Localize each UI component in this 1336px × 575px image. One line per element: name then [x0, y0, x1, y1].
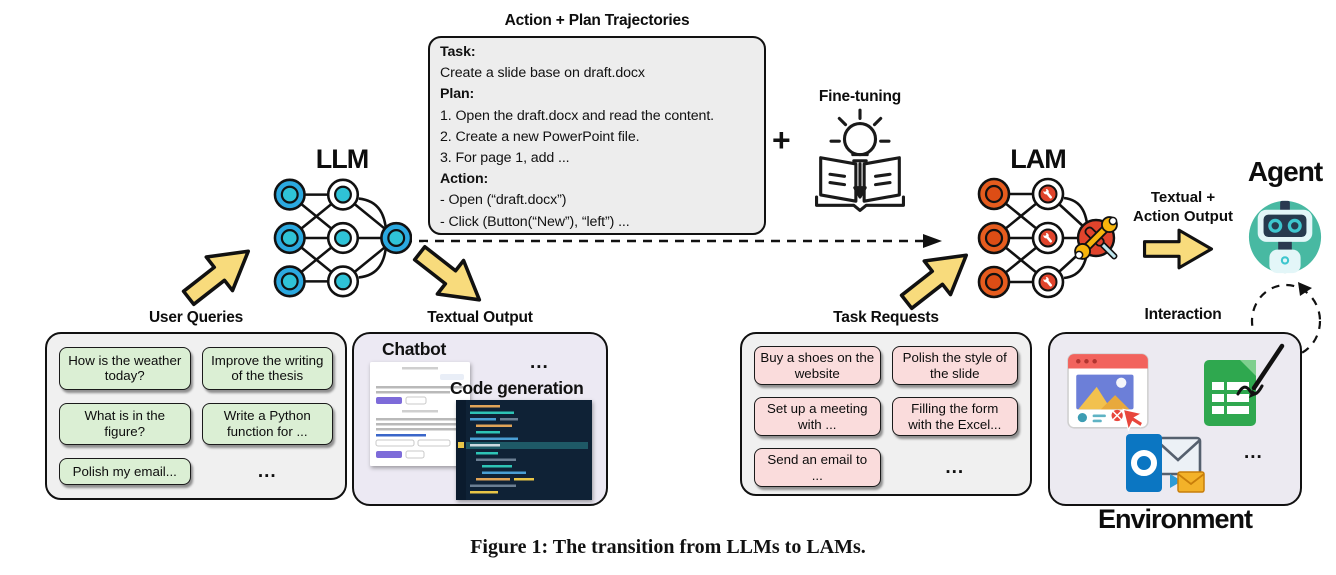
user-query-bubble: What is in the figure? — [59, 402, 191, 445]
plus-sign: + — [772, 122, 791, 158]
trajectory-line: Plan: — [440, 86, 475, 103]
robot-icon — [1246, 196, 1324, 283]
lam-network-icon — [976, 174, 1128, 307]
trajectory-line: 2. Create a new PowerPoint file. — [440, 128, 640, 145]
interaction-label: Interaction — [1144, 306, 1222, 323]
arrow-right-icon — [1132, 226, 1224, 277]
textual-action-output-line2: Action Output — [1133, 208, 1233, 225]
arrow-llm-to-textual-output-icon — [397, 230, 498, 327]
trajectory-box: Task: Create a slide base on draft.docx … — [428, 36, 766, 235]
trajectory-line: Task: — [440, 44, 476, 60]
user-query-bubble: Polish my email... — [59, 458, 191, 485]
textual-action-output-label: Textual + Action Output — [1116, 188, 1250, 226]
outlook-icon — [1118, 432, 1210, 496]
code-generation-label: Code generation — [450, 378, 584, 398]
user-query-bubble: How is the weather today? — [59, 347, 191, 390]
tools-icon — [1074, 216, 1118, 260]
task-requests-title: Task Requests — [833, 309, 939, 326]
environment-ellipsis: ... — [1244, 442, 1263, 463]
llm-network-icon — [272, 174, 413, 307]
trajectory-line: Create a slide base on draft.docx — [440, 65, 645, 82]
arrow-task-requests-to-lam-icon — [887, 232, 988, 329]
task-request-bubble: Send an email to ... — [754, 448, 881, 487]
task-request-bubble: Set up a meeting with ... — [754, 397, 881, 436]
user-queries-title: User Queries — [148, 309, 244, 326]
chatbot-label: Chatbot — [382, 339, 446, 359]
arrow-user-queries-to-llm-icon — [169, 228, 270, 325]
trajectory-line: - Open (“draft.docx”) — [440, 192, 567, 209]
trajectories-title: Action + Plan Trajectories — [504, 12, 690, 29]
textual-action-output-line1: Textual + — [1150, 189, 1216, 206]
task-requests-ellipsis: ... — [945, 456, 965, 478]
trajectory-line: Action: — [440, 171, 489, 188]
llm-label: LLM — [315, 144, 369, 174]
trajectory-line: - Click (Button(“New”), “left”) ... — [440, 213, 630, 230]
task-request-bubble: Buy a shoes on the website — [754, 346, 881, 385]
task-requests-box: Buy a shoes on the website Polish the st… — [740, 332, 1032, 496]
task-request-bubble: Polish the style of the slide — [891, 346, 1018, 385]
task-request-bubble: Filling the form with the Excel... — [891, 397, 1018, 436]
browser-icon — [1066, 350, 1154, 434]
user-queries-box: How is the weather today? Improve the wr… — [45, 332, 347, 500]
trajectory-line: 1. Open the draft.docx and read the cont… — [440, 107, 715, 124]
user-query-bubble: Write a Python function for ... — [201, 402, 333, 445]
environment-box: ... — [1048, 332, 1302, 506]
environment-title: Environment — [1097, 504, 1253, 534]
code-screenshot — [456, 400, 592, 500]
book-lightbulb-icon — [804, 106, 916, 231]
user-query-bubble: Improve the writing of the thesis — [201, 347, 333, 390]
sheets-icon — [1196, 342, 1292, 434]
lam-label: LAM — [1010, 144, 1066, 174]
textual-output-box: Chatbot ... Code generat — [352, 332, 608, 506]
user-queries-ellipsis: ... — [257, 460, 277, 482]
llm-to-lam-dashed-arrow-icon — [400, 230, 945, 257]
agent-label: Agent — [1247, 156, 1323, 187]
textual-output-title: Textual Output — [427, 309, 533, 326]
fine-tuning-label: Fine-tuning — [818, 88, 902, 105]
figure-caption: Figure 1: The transition from LLMs to LA… — [470, 536, 866, 558]
trajectory-line: 3. For page 1, add ... — [440, 150, 570, 167]
chatbot-screenshot — [370, 362, 470, 466]
textual-output-ellipsis: ... — [530, 352, 549, 373]
